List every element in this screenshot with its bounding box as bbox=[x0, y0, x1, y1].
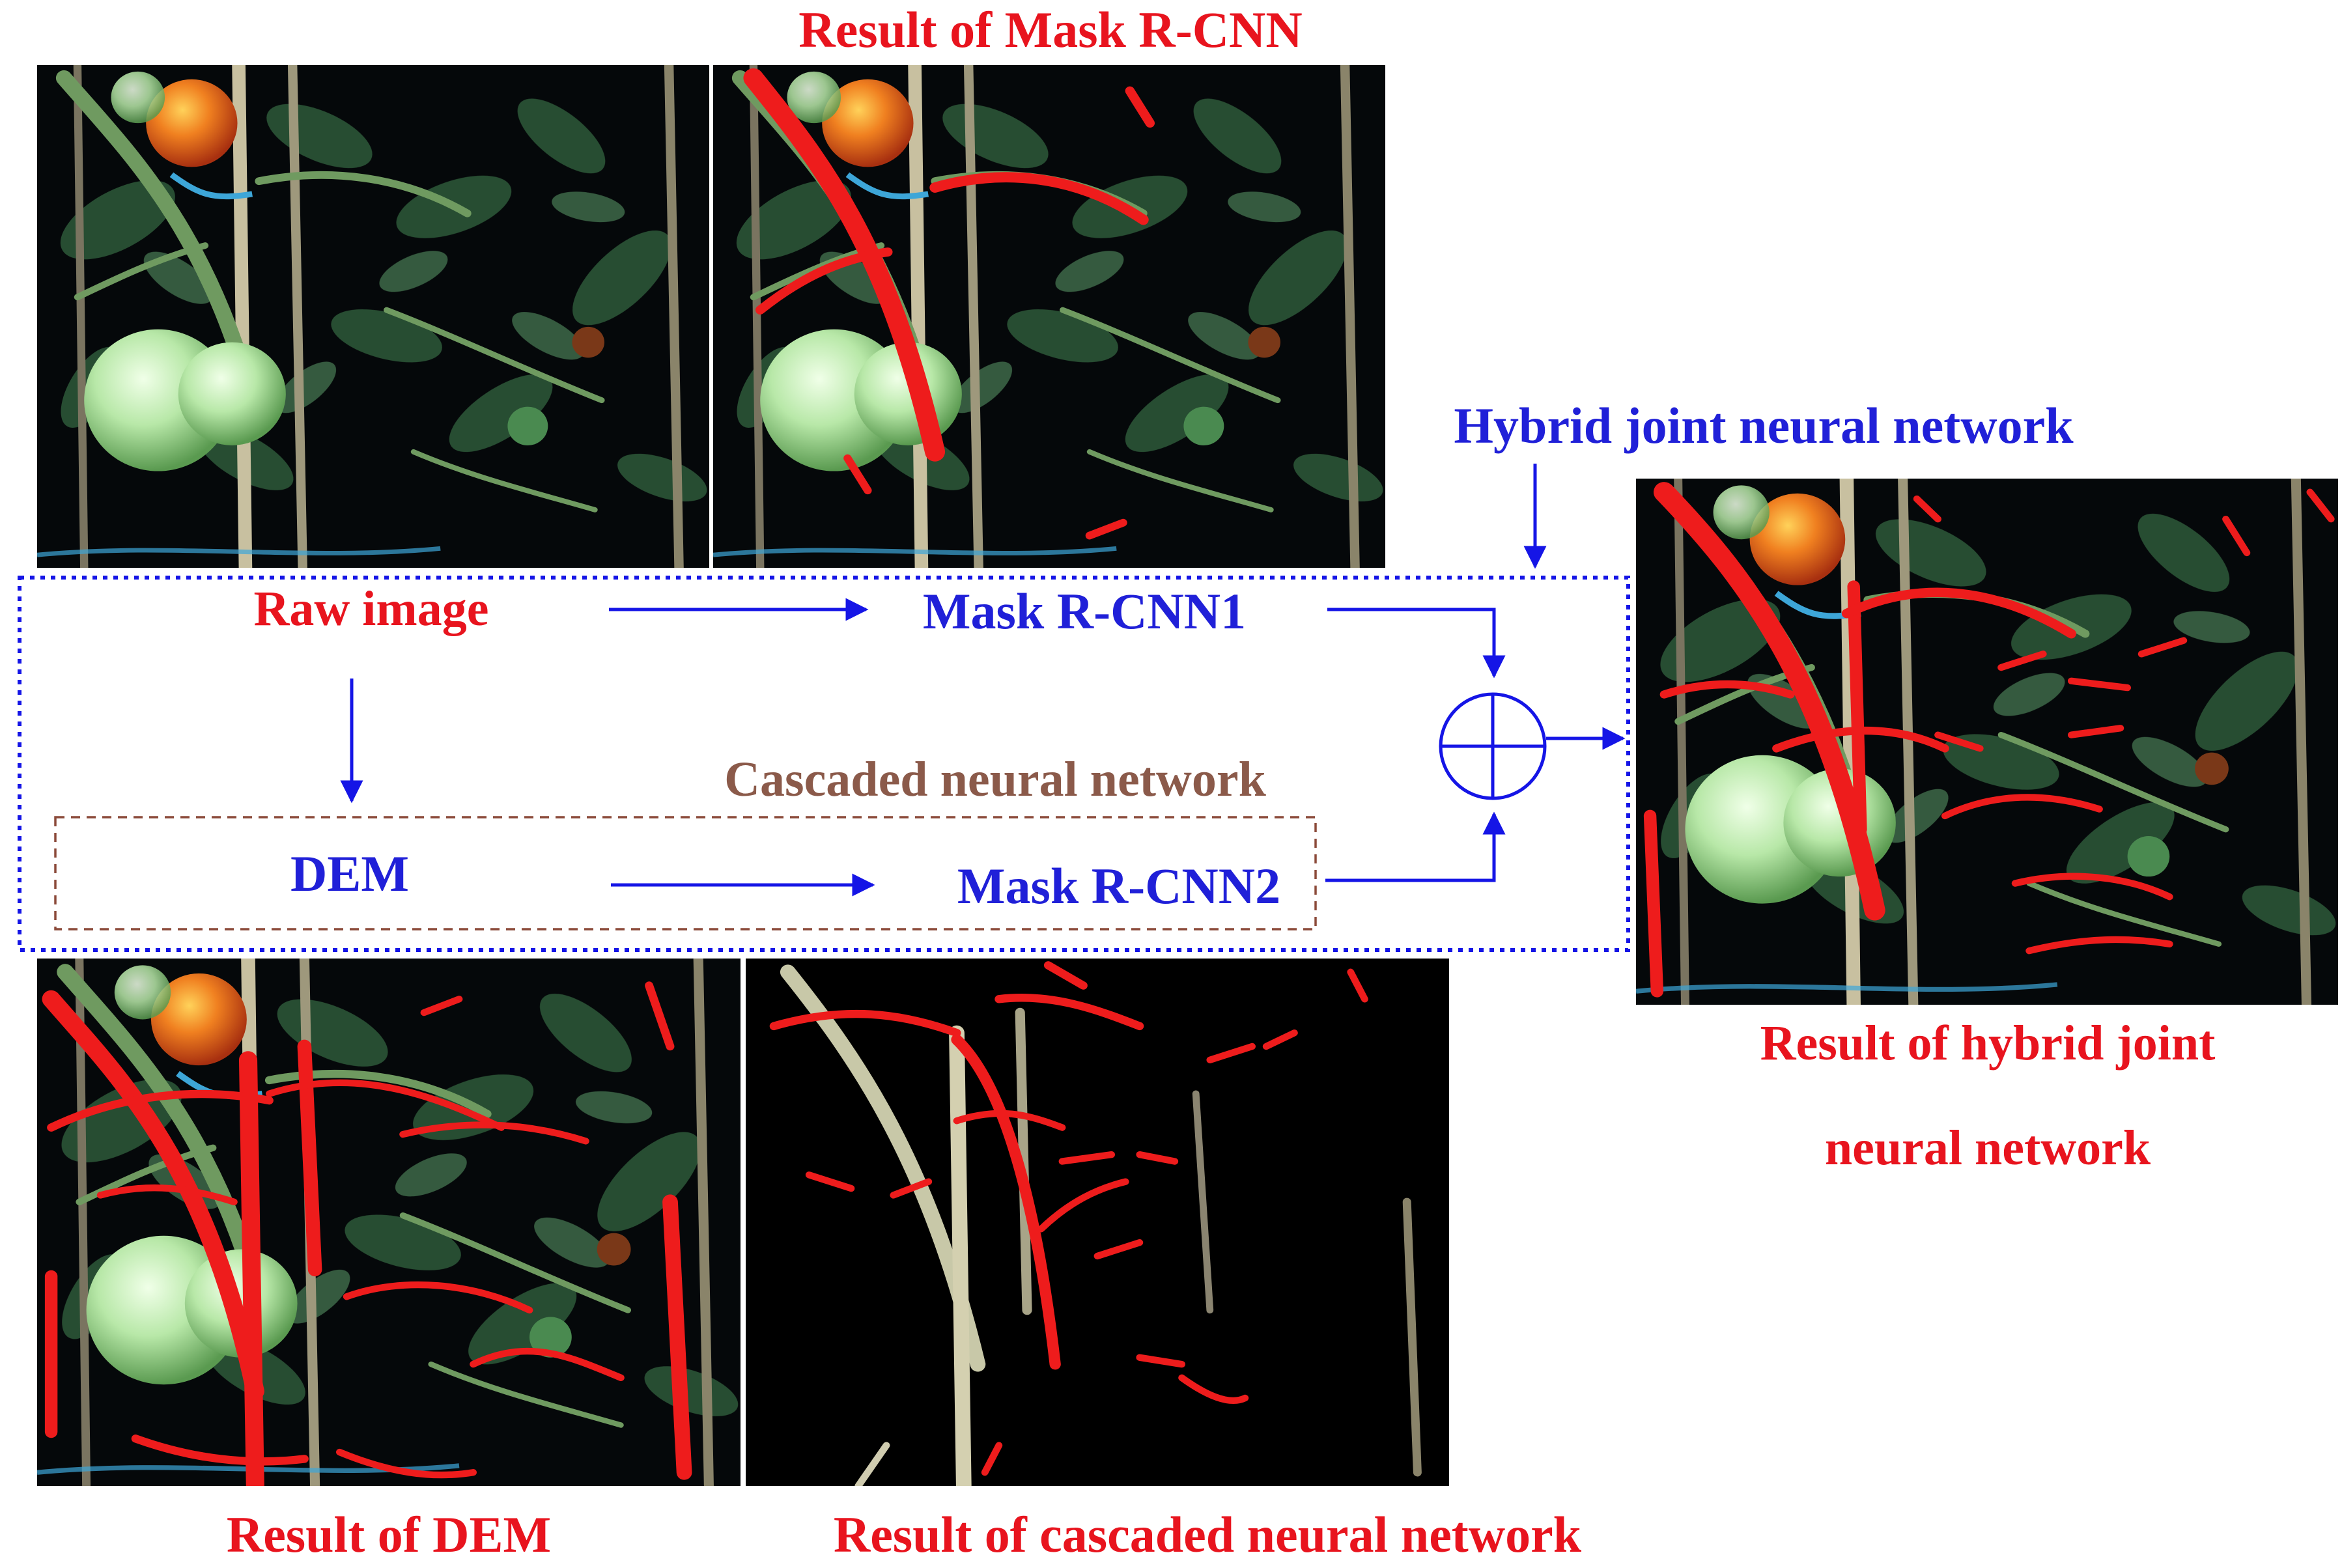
cascaded-network-label: Cascaded neural network bbox=[724, 752, 1267, 807]
dem-result-label: Result of DEM bbox=[227, 1506, 551, 1563]
cascaded-result-photo bbox=[746, 959, 1449, 1486]
raw-image-photo bbox=[37, 65, 713, 568]
sum-node-icon bbox=[1439, 692, 1547, 800]
hybrid-result-label-line2: neural network bbox=[1825, 1121, 2151, 1175]
mask-rcnn2-label: Mask R-CNN2 bbox=[957, 858, 1280, 914]
cascaded-network-box bbox=[54, 816, 1317, 931]
hybrid-network-label: Hybrid joint neural network bbox=[1454, 397, 2074, 454]
mask-rcnn-result-label: Result of Mask R-CNN bbox=[798, 1, 1302, 58]
segmentation-overlay bbox=[769, 961, 1368, 1476]
mask-rcnn1-label: Mask R-CNN1 bbox=[923, 583, 1246, 639]
segmented-stems bbox=[780, 964, 1422, 1486]
hybrid-result-label-line1: Result of hybrid joint bbox=[1760, 1016, 2216, 1071]
segmentation-overlay bbox=[42, 981, 692, 1486]
raw-image-label: Raw image bbox=[254, 581, 489, 636]
hybrid-result-photo bbox=[1636, 479, 2342, 1005]
hybrid-network-box bbox=[18, 576, 1630, 952]
dem-result-photo bbox=[37, 959, 745, 1486]
mask1-to-sum-arrow bbox=[1327, 608, 1506, 679]
flow-arrows bbox=[340, 464, 1626, 897]
mask2-to-sum-arrow bbox=[1325, 811, 1506, 882]
cascaded-result-label: Result of cascaded neural network bbox=[834, 1506, 1582, 1563]
mask-rcnn-result-photo bbox=[713, 65, 1389, 568]
segmentation-overlay bbox=[1643, 482, 2335, 998]
dem-label: DEM bbox=[290, 845, 409, 902]
segmentation-overlay bbox=[743, 68, 1155, 540]
